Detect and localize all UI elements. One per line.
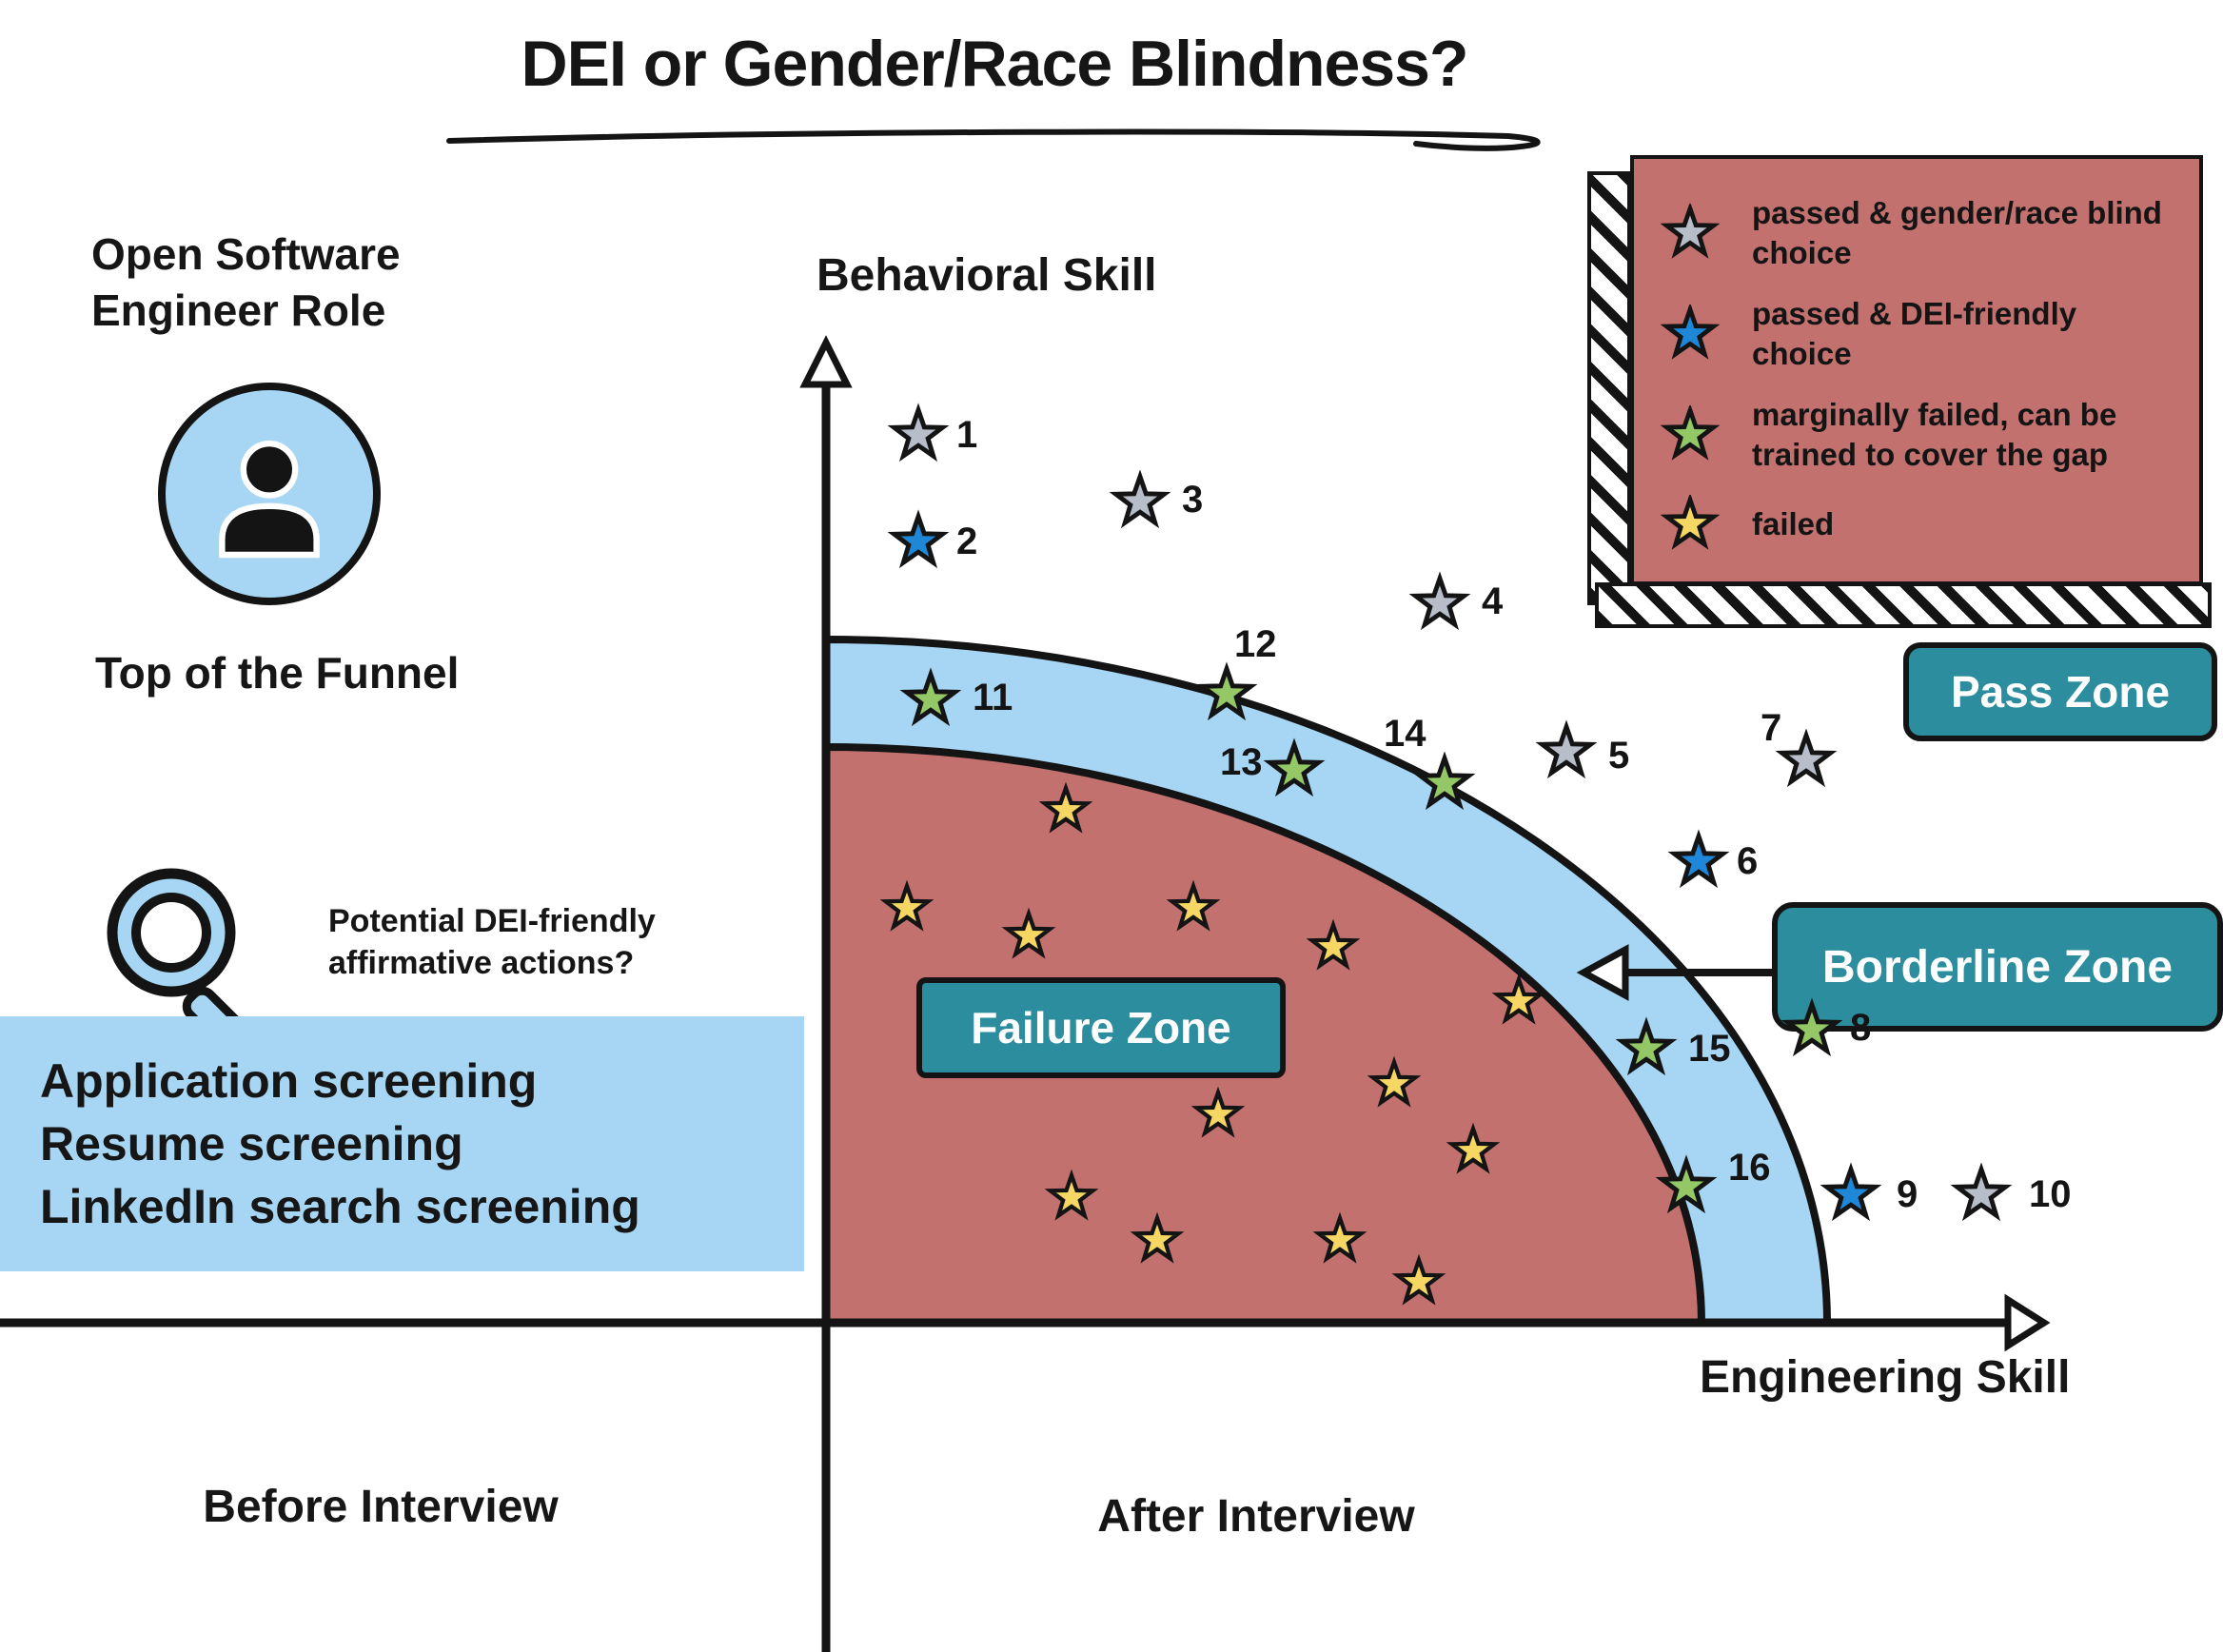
yellow-star-icon: [1661, 495, 1720, 551]
legend-label: passed & DEI-friendly choice: [1752, 295, 2077, 371]
screening-item: Resume screening: [40, 1117, 463, 1170]
candidate-star-15: 15: [1615, 1016, 1731, 1085]
star-number-label: 1: [956, 414, 978, 456]
legend-item-green-marginal: marginally failed, can be trained to cov…: [1661, 395, 2199, 475]
failed-star-icon: [1166, 879, 1221, 940]
star-number-label: 15: [1688, 1028, 1731, 1070]
title-underline: [446, 128, 1541, 151]
star-number-label: 9: [1897, 1173, 1918, 1215]
candidate-star-6: 6: [1667, 829, 1758, 897]
candidate-star-13: 13: [1220, 738, 1326, 806]
candidate-star-9: 9: [1820, 1162, 1918, 1230]
failed-star-icon: [1312, 1211, 1367, 1272]
failed-star-icon: [1190, 1086, 1246, 1147]
failed-star-icon: [1001, 907, 1056, 968]
person-glyph: [219, 441, 320, 559]
star-number-label: 5: [1608, 735, 1630, 777]
failure-zone-badge: Failure Zone: [916, 977, 1286, 1078]
y-axis-label: Behavioral Skill: [816, 250, 1157, 301]
star-number-label: 14: [1384, 713, 1426, 755]
screening-item: LinkedIn search screening: [40, 1180, 640, 1233]
legend-label: marginally failed, can be trained to cov…: [1752, 396, 2117, 472]
borderline-arrow-icon: [1576, 944, 1629, 1001]
candidate-star-12: 12: [1195, 623, 1277, 730]
star-number-label: 10: [2029, 1173, 2072, 1215]
star-number-label: 11: [973, 677, 1013, 718]
star-number-label: 13: [1220, 741, 1263, 783]
failed-star-icon: [1130, 1211, 1185, 1272]
star-number-label: 3: [1182, 479, 1204, 521]
failed-star-icon: [1367, 1055, 1422, 1116]
legend-label: passed & gender/race blind choice: [1752, 195, 2162, 270]
failed-star-icon: [1044, 1169, 1099, 1229]
star-number-label: 6: [1737, 840, 1759, 882]
failed-star-icon: [1391, 1253, 1446, 1314]
legend-hatch-left: [1587, 171, 1631, 605]
candidate-star-16: 16: [1655, 1147, 1771, 1223]
failed-star-icon: [1306, 918, 1361, 979]
legend: passed & gender/race blind choice passed…: [1580, 141, 2223, 636]
candidate-star-14: 14: [1384, 713, 1476, 819]
dei-question-label: Potential DEI-friendly affirmative actio…: [328, 903, 656, 982]
star-number-label: 8: [1850, 1007, 1872, 1049]
star-number-label: 16: [1728, 1147, 1771, 1189]
before-interview-label: Before Interview: [203, 1482, 559, 1532]
screening-item: Application screening: [40, 1054, 538, 1108]
gray-star-icon: [1661, 203, 1720, 259]
x-axis-label: Engineering Skill: [1700, 1352, 2071, 1403]
screening-list: Application screening Resume screening L…: [0, 1016, 804, 1271]
legend-item-gray-passed: passed & gender/race blind choice: [1661, 193, 2199, 273]
candidate-star-8: 8: [1780, 997, 1871, 1066]
funnel-label: Top of the Funnel: [95, 648, 460, 698]
blue-star-icon: [1661, 304, 1720, 360]
legend-label: failed: [1752, 506, 1835, 542]
candidate-star-7: 7: [1761, 707, 1838, 796]
star-number-label: 7: [1761, 707, 1782, 749]
failed-star-icon: [1491, 973, 1546, 1033]
y-axis-arrow-icon: [799, 335, 853, 388]
failed-star-icon: [1446, 1122, 1501, 1183]
candidate-star-4: 4: [1408, 571, 1503, 639]
page-title: DEI or Gender/Race Blindness?: [521, 28, 1468, 100]
open-role-label: Open Software Engineer Role: [91, 229, 401, 335]
x-axis-arrow-icon: [2004, 1293, 2051, 1352]
candidate-star-1: 1: [887, 403, 977, 471]
pass-zone-badge: Pass Zone: [1903, 642, 2217, 741]
failed-star-icon: [879, 879, 934, 940]
star-number-label: 2: [956, 521, 978, 562]
green-star-icon: [1661, 404, 1720, 461]
legend-item-yellow-failed: failed: [1661, 495, 2199, 554]
candidate-star-2: 2: [887, 509, 977, 578]
star-number-label: 4: [1482, 580, 1504, 622]
borderline-zone-badge: Borderline Zone: [1772, 902, 2223, 1032]
candidate-star-11: 11: [899, 667, 1013, 736]
legend-panel: passed & gender/race blind choice passed…: [1630, 155, 2203, 585]
after-interview-label: After Interview: [1097, 1491, 1415, 1542]
candidate-star-5: 5: [1535, 719, 1629, 788]
failed-star-icon: [1038, 781, 1093, 842]
legend-item-blue-passed: passed & DEI-friendly choice: [1661, 294, 2199, 374]
star-number-label: 12: [1234, 623, 1277, 665]
candidate-star-3: 3: [1109, 469, 1203, 538]
candidate-star-10: 10: [1950, 1162, 2072, 1230]
person-icon: [158, 383, 381, 605]
